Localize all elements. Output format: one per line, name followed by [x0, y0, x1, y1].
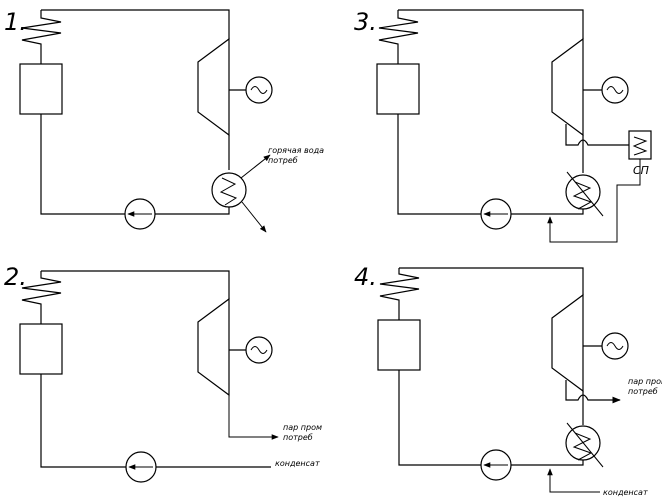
- boiler: [19, 63, 63, 115]
- arrow-in-circle-pump-icon: [125, 451, 157, 483]
- turbine: [551, 293, 584, 393]
- sine-wave-generator-icon: [601, 332, 629, 360]
- scheme-4: 4. пар пром потреб конденсат: [354, 263, 662, 497]
- network-heater: [628, 130, 652, 160]
- condensate-return-arrow: [547, 468, 600, 493]
- superheater-coil: [379, 268, 420, 320]
- zigzag-in-circle-heat-exchanger-icon: [211, 172, 247, 208]
- superheater-coil: [21, 271, 62, 324]
- boiler: [19, 323, 63, 375]
- sine-wave-generator-icon: [601, 76, 629, 104]
- return-in-arrow: [241, 201, 267, 233]
- scheme-1: 1. горячая вода потреб: [4, 8, 324, 233]
- sine-wave-generator-icon: [245, 76, 273, 104]
- label-consumer: потреб: [628, 387, 658, 396]
- sine-wave-generator-icon: [245, 336, 273, 364]
- label-hot-water: горячая вода: [268, 146, 324, 155]
- scheme-3-number: 3.: [354, 8, 377, 36]
- scheme-3: 3. СП: [354, 8, 652, 243]
- label-condensate: конденсат: [275, 459, 320, 468]
- label-process-steam: пар пром: [628, 377, 662, 386]
- steam-pipe: [41, 9, 230, 39]
- boiler: [376, 63, 420, 115]
- scheme-1-number: 1.: [4, 8, 27, 36]
- process-steam-out-arrow: [228, 395, 279, 440]
- return-pipe: [397, 114, 584, 215]
- label-consumer: потреб: [268, 156, 298, 165]
- label-consumer: потреб: [283, 433, 313, 442]
- arrow-in-circle-pump-icon: [480, 198, 512, 230]
- scheme-2: 2. пар пром потреб конденсат: [4, 263, 322, 483]
- turbine: [197, 297, 230, 397]
- label-network-heater: СП: [633, 164, 649, 177]
- label-condensate: конденсат: [603, 488, 648, 497]
- scheme-2-number: 2.: [4, 263, 27, 291]
- scheme-4-number: 4.: [354, 263, 377, 291]
- boiler: [377, 319, 421, 371]
- steam-pipe: [399, 267, 584, 295]
- label-process-steam: пар пром: [283, 423, 322, 432]
- arrow-in-circle-pump-icon: [124, 198, 156, 230]
- zigzag-in-circle-heat-exchanger-icon: [565, 171, 604, 217]
- extraction-pipe: [565, 124, 629, 146]
- turbine: [551, 37, 584, 137]
- hot-water-out-arrow: [240, 154, 271, 179]
- turbine: [197, 37, 230, 137]
- heater-coil: [632, 136, 648, 156]
- return-pipe: [40, 374, 271, 468]
- superheater-coil: [21, 10, 62, 64]
- steam-pipe: [41, 270, 230, 299]
- zigzag-in-circle-heat-exchanger-icon: [565, 422, 604, 468]
- arrow-in-circle-pump-icon: [480, 449, 512, 481]
- return-pipe: [40, 114, 230, 215]
- heater-drain-pipe: [547, 159, 641, 243]
- superheater-coil: [378, 10, 419, 64]
- steam-pipe: [398, 9, 584, 39]
- process-steam-out-arrow: [565, 380, 621, 404]
